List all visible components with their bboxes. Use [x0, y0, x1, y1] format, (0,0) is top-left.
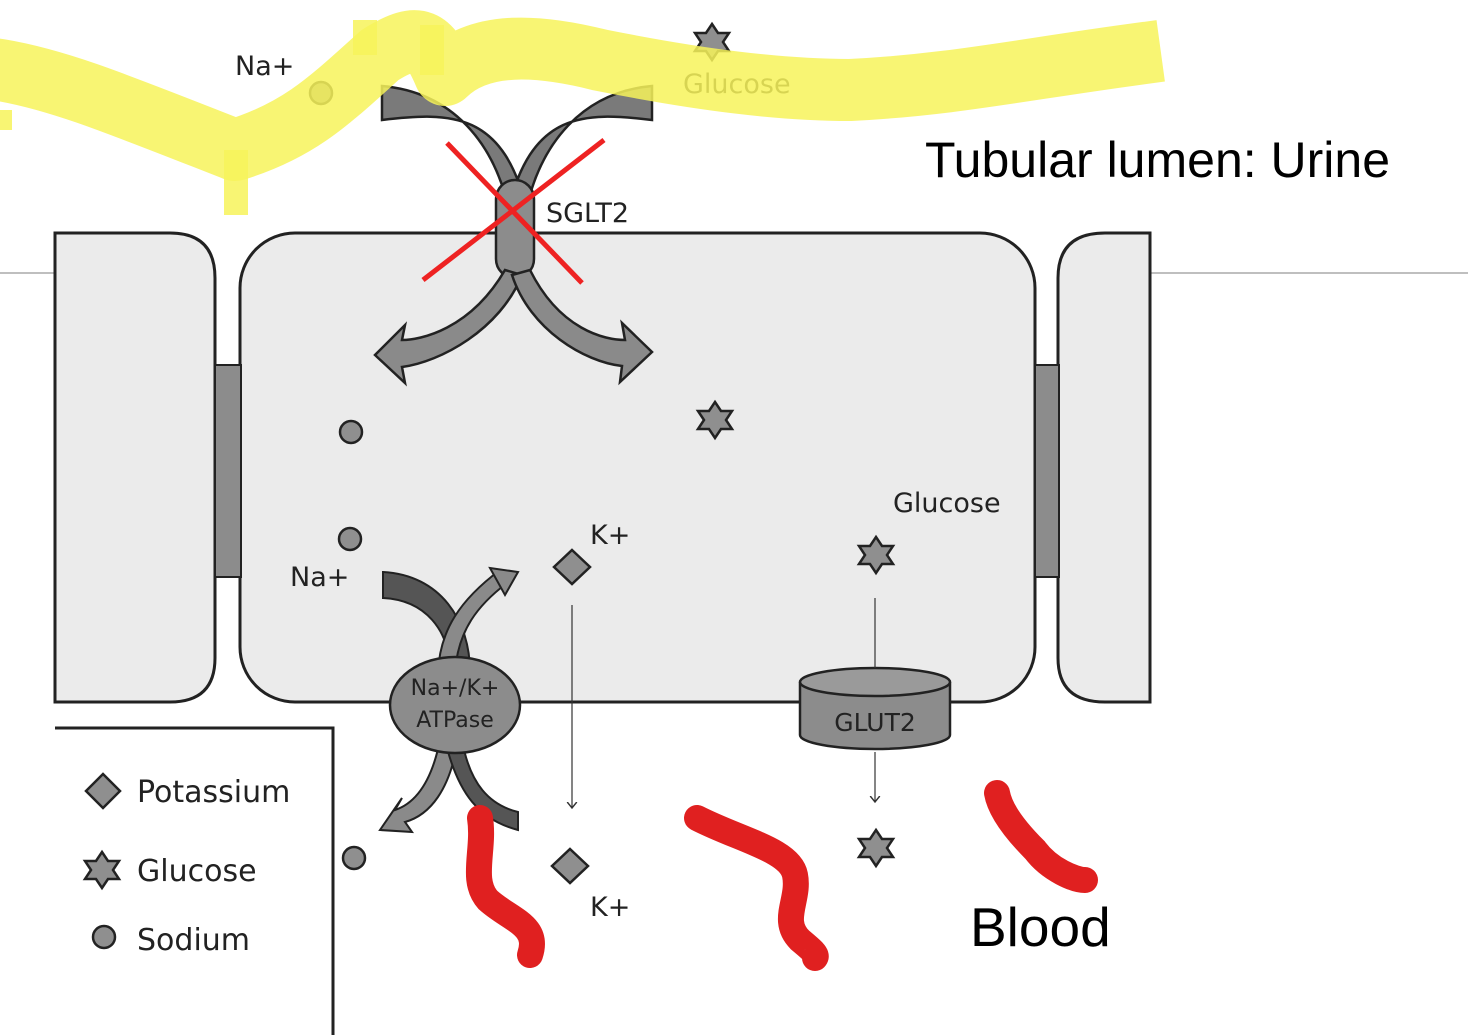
center-cell: [238, 231, 1037, 704]
legend-diamond-icon: [84, 772, 122, 810]
sglt2-label: SGLT2: [546, 198, 629, 229]
top-sodium-label: Na+: [235, 51, 294, 82]
glut2-transporter: [798, 666, 952, 751]
red-cross-mark: [421, 138, 606, 285]
left-cell: [53, 231, 217, 704]
glucose-molecule: [856, 534, 896, 576]
legend: Potassium Glucose Sodium: [55, 726, 335, 1035]
cell-potassium-label: K+: [590, 520, 630, 551]
tight-junction-left: [214, 364, 242, 578]
legend-label-sodium: Sodium: [137, 923, 250, 958]
glucose-molecule: [856, 827, 896, 869]
legend-label-potassium: Potassium: [137, 775, 290, 810]
bottom-potassium-label: K+: [590, 892, 630, 923]
pump-label-line2: ATPase: [416, 708, 494, 733]
lumen-label: Tubular lumen: Urine: [925, 132, 1390, 188]
sodium-ion: [341, 845, 367, 871]
red-scribble: [465, 805, 545, 968]
pump-label-line1: Na+/K+: [411, 676, 500, 701]
cell-glucose-label: Glucose: [893, 488, 1001, 519]
blood-label: Blood: [970, 896, 1111, 958]
yellow-highlight: [0, 10, 1165, 181]
legend-star-icon: [82, 849, 122, 891]
red-scribble: [684, 805, 829, 971]
sodium-ion: [337, 526, 363, 552]
tight-junction-right: [1034, 364, 1060, 578]
right-cell: [1056, 231, 1152, 704]
legend-circle-icon: [91, 924, 117, 950]
legend-label-glucose: Glucose: [137, 854, 257, 889]
potassium-ion: [550, 847, 590, 885]
glut2-label: GLUT2: [834, 708, 916, 737]
glucose-molecule: [695, 399, 735, 441]
red-scribble: [984, 780, 1098, 893]
yellow-highlight-tail: [0, 20, 444, 215]
na-k-atpase: [378, 566, 522, 834]
sglt2-transporter: [373, 84, 654, 387]
cell-sodium-label: Na+: [290, 562, 349, 593]
potassium-ion: [552, 548, 592, 586]
sodium-ion: [338, 419, 364, 445]
